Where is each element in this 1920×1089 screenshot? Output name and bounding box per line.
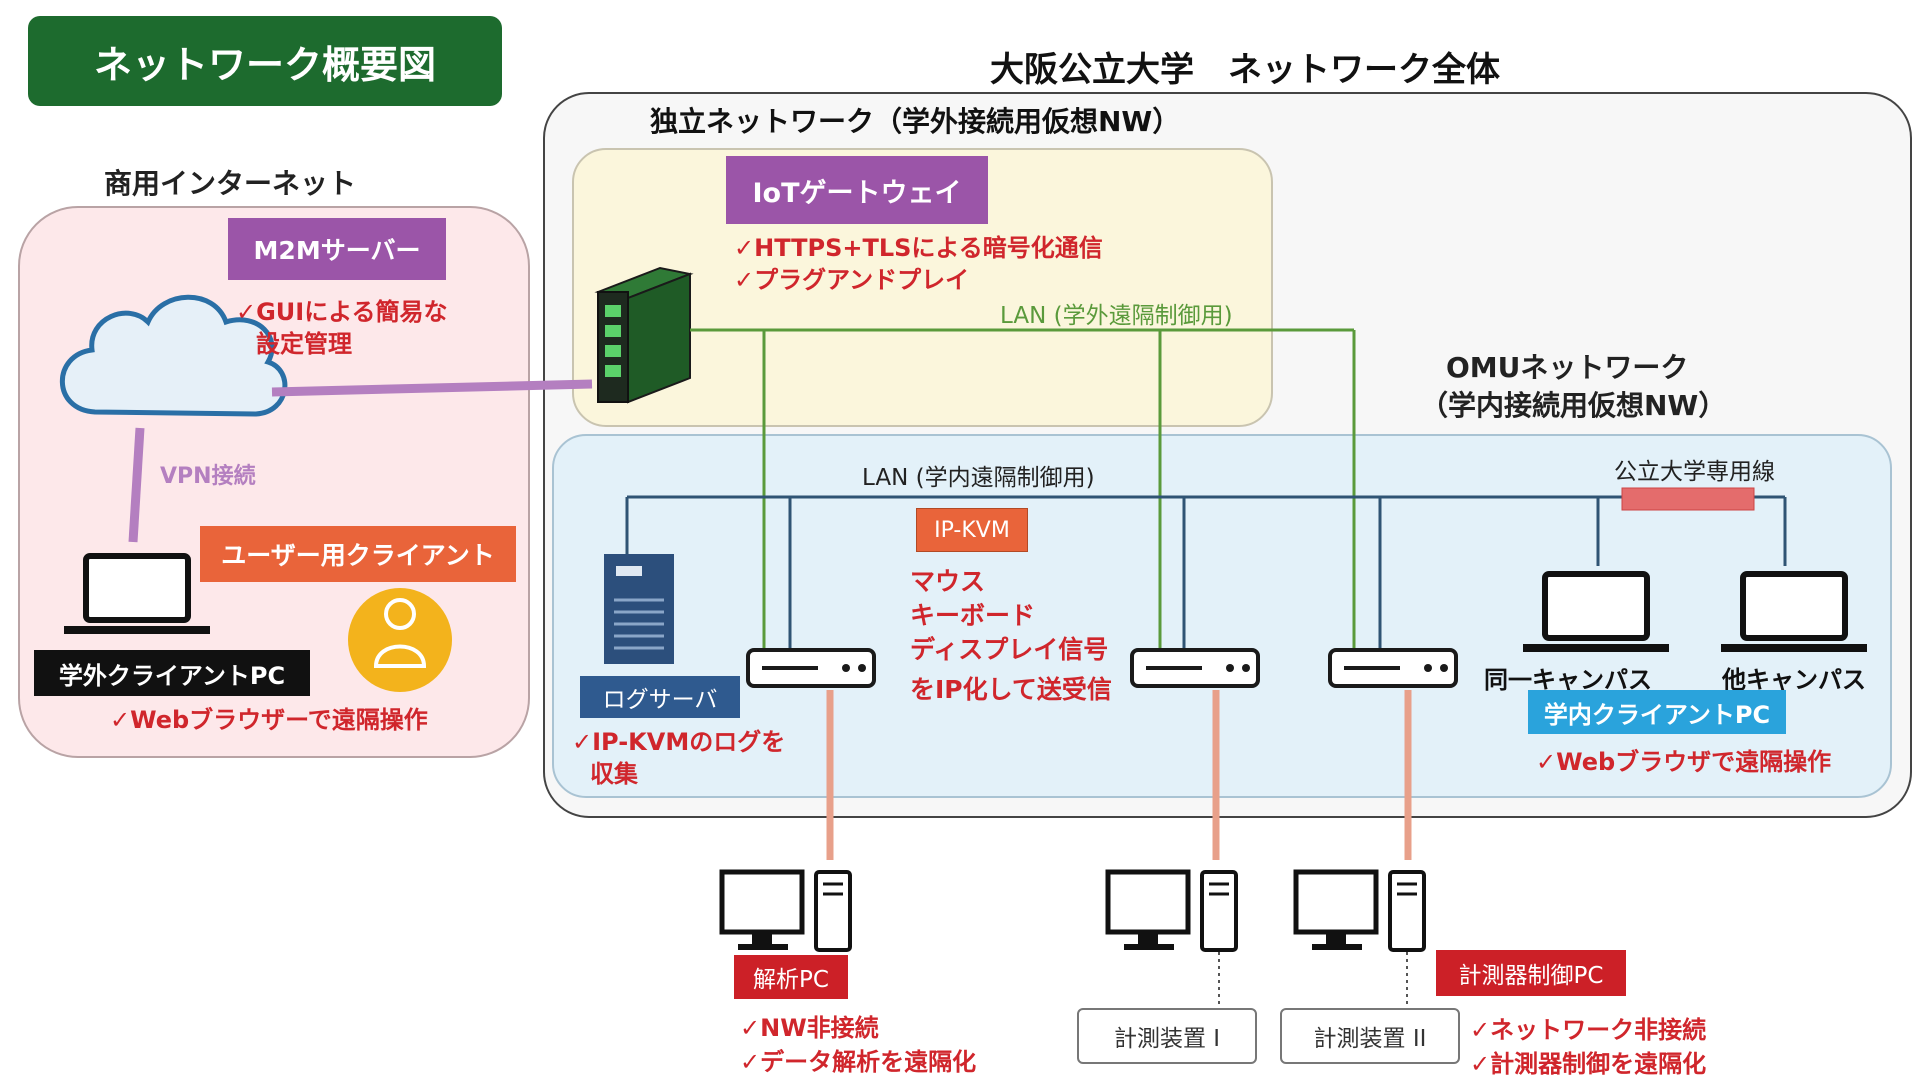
vpn-label: VPN接続 xyxy=(160,464,256,489)
kvm-to-pc-links xyxy=(826,690,1412,860)
log-server-icon xyxy=(604,554,674,664)
kvm-note-2: キーボード xyxy=(910,601,1036,630)
m2m-note-2: 設定管理 xyxy=(256,330,352,358)
analysis-note-1: ✓NW非接続 xyxy=(740,1014,879,1042)
omu-network-label-1: OMUネットワーク xyxy=(1446,351,1689,384)
kvm-note-4: をIP化して送受信 xyxy=(910,675,1112,704)
m2m-link-line xyxy=(271,379,593,397)
iot-note-2: ✓プラグアンドプレイ xyxy=(734,266,970,294)
campus-pc-note: ✓Webブラウザで遠隔操作 xyxy=(1536,748,1832,776)
outside-pc-note: ✓Webブラウザーで遠隔操作 xyxy=(110,706,428,734)
cloud-icon xyxy=(59,294,288,417)
user-avatar-icon xyxy=(348,588,452,692)
same-campus-laptop-icon xyxy=(1523,571,1669,652)
analysis-desktop-icon xyxy=(719,869,852,952)
kvm-note-3: ディスプレイ信号 xyxy=(910,635,1109,664)
other-campus-label: 他キャンパス xyxy=(1722,666,1866,694)
device1-desktop-icon xyxy=(1105,869,1238,952)
control-note-2: ✓計測器制御を遠隔化 xyxy=(1470,1050,1707,1078)
omu-network-label-2: （学内接続用仮想NW） xyxy=(1420,389,1727,422)
outside-laptop-icon xyxy=(64,553,210,634)
lan-external-label: LAN (学外遠隔制御用) xyxy=(1000,303,1233,329)
device-dotted-links xyxy=(1218,952,1408,1008)
m2m-server-label: M2Mサーバー xyxy=(228,218,446,280)
dedicated-line-bar xyxy=(1621,487,1755,511)
log-note-1: ✓IP-KVMのログを xyxy=(572,728,786,756)
m2m-note-1: ✓GUIによる簡易な xyxy=(236,298,448,326)
iot-note-1: ✓HTTPS+TLSによる暗号化通信 xyxy=(734,234,1103,262)
vpn-link-line xyxy=(128,427,145,543)
kvm-note-1: マウス xyxy=(910,567,986,596)
lan-external-lines xyxy=(690,328,1356,652)
iot-gateway-label: IoTゲートウェイ xyxy=(726,156,988,224)
device2-label: 計測装置 II xyxy=(1280,1008,1460,1064)
title-badge: ネットワーク概要図 xyxy=(28,16,502,106)
device1-label: 計測装置 I xyxy=(1077,1008,1257,1064)
log-note-2: 収集 xyxy=(590,760,638,788)
ip-kvm-device-icon-3 xyxy=(1328,648,1458,688)
main-title: 大阪公立大学 ネットワーク全体 xyxy=(990,50,1500,90)
dedicated-line-label: 公立大学専用線 xyxy=(1614,459,1775,485)
independent-network-label: 独立ネットワーク（学外接続用仮想NW） xyxy=(650,105,1181,138)
lan-internal-label: LAN (学内遠隔制御用) xyxy=(862,465,1095,491)
log-server-label: ログサーバ xyxy=(580,676,740,718)
same-campus-label: 同一キャンパス xyxy=(1484,666,1652,694)
ip-kvm-device-icon-1 xyxy=(746,648,876,688)
control-note-1: ✓ネットワーク非接続 xyxy=(1470,1016,1707,1044)
ip-kvm-label: IP-KVM xyxy=(916,508,1028,552)
analysis-note-2: ✓データ解析を遠隔化 xyxy=(740,1048,977,1076)
control-desktop-icon xyxy=(1293,869,1426,952)
outside-client-pc-label: 学外クライアントPC xyxy=(34,650,310,696)
other-campus-laptop-icon xyxy=(1721,571,1867,652)
analysis-pc-label: 解析PC xyxy=(734,955,848,999)
user-client-label: ユーザー用クライアント xyxy=(200,526,516,582)
campus-client-pc-label: 学内クライアントPC xyxy=(1528,690,1786,734)
lan-internal-lines xyxy=(625,495,1787,652)
network-switch-icon xyxy=(594,266,694,404)
ip-kvm-device-icon-2 xyxy=(1130,648,1260,688)
commercial-internet-label: 商用インターネット xyxy=(104,167,357,200)
control-pc-label: 計測器制御PC xyxy=(1436,950,1626,996)
